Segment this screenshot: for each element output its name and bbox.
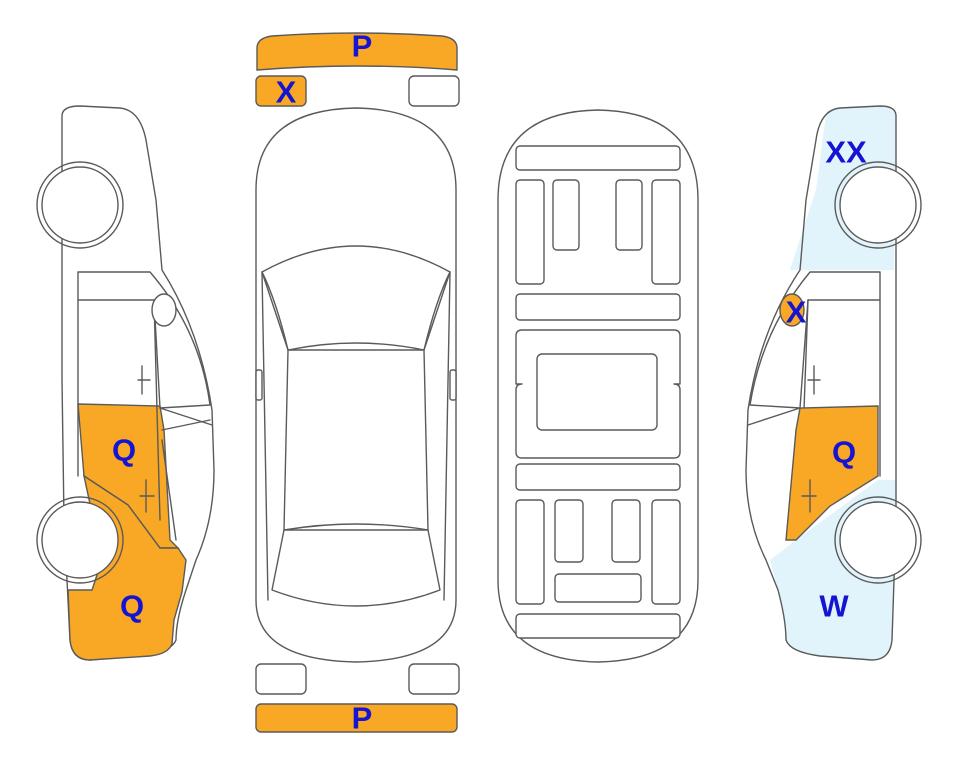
right-side-view: X XX Q W [745, 105, 922, 661]
left-beltline [159, 407, 213, 426]
underside-panel-7 [515, 463, 681, 491]
underside-panel-13 [515, 613, 681, 639]
underside-center-frame [515, 329, 681, 459]
top-right-door-line [443, 271, 451, 601]
top-roof [283, 349, 429, 531]
top-left-door-line [261, 271, 269, 601]
top-windshield [261, 245, 451, 351]
front-bumper-damage[interactable] [256, 32, 458, 71]
underside-outline [497, 109, 699, 663]
underside-view [497, 109, 699, 663]
top-left-pillar [261, 271, 289, 351]
left-pillar [153, 299, 161, 521]
left-front-wheel [41, 501, 119, 579]
left-rear-wheel-arch [36, 161, 124, 249]
underside-panel-4 [615, 179, 643, 251]
underside-panel-10 [611, 499, 641, 563]
underside-panel-11 [651, 499, 681, 605]
top-rear-window [271, 529, 441, 607]
underside-panel-3 [552, 179, 580, 251]
left-front-wheel-arch [36, 496, 124, 584]
underside-panel-1 [515, 145, 681, 171]
top-right-pillar [423, 271, 451, 351]
label-front-small-part: X [276, 75, 297, 110]
left-mirror [151, 293, 177, 327]
rear-bumper-damage[interactable] [255, 703, 458, 733]
underside-panel-5 [651, 179, 681, 285]
right-rear-wheel [839, 166, 917, 244]
top-right-mirror [449, 369, 457, 401]
front-left-part-damage[interactable] [255, 75, 307, 107]
right-front-door-damage[interactable] [785, 405, 879, 541]
right-mirror-damage[interactable] [779, 293, 805, 327]
label-right-front-door: Q [832, 435, 856, 470]
left-window [77, 271, 211, 409]
label-left-front-door: Q [112, 433, 136, 468]
right-front-wheel [839, 501, 917, 579]
left-hood-line [161, 419, 211, 541]
top-left-mirror [255, 369, 263, 401]
label-rear-bumper: P [352, 701, 373, 736]
underside-panel-12 [554, 573, 642, 603]
underside-panel-8 [515, 499, 545, 605]
label-left-front-fender: Q [120, 589, 144, 624]
label-right-rear-quarter: XX [825, 135, 867, 170]
left-side-view: Q Q [36, 105, 215, 661]
rear-left-part [255, 663, 307, 695]
left-rear-wheel [41, 166, 119, 244]
right-body-outline [745, 105, 897, 661]
right-rear-wheel-arch [834, 161, 922, 249]
right-beltline [747, 407, 801, 426]
underside-center-panel [536, 353, 658, 431]
right-window [749, 271, 881, 409]
front-right-part [408, 75, 460, 107]
underside-panel-2 [515, 179, 545, 285]
underside-panel-6 [515, 293, 681, 321]
underside-panel-9 [554, 499, 584, 563]
top-view: P X P [255, 29, 460, 736]
rear-right-part [408, 663, 460, 695]
top-body-outline [255, 107, 457, 663]
label-right-front-fender: W [819, 589, 849, 624]
label-right-mirror: X [786, 295, 807, 330]
right-front-wheel-arch [834, 496, 922, 584]
label-front-bumper: P [352, 29, 373, 64]
